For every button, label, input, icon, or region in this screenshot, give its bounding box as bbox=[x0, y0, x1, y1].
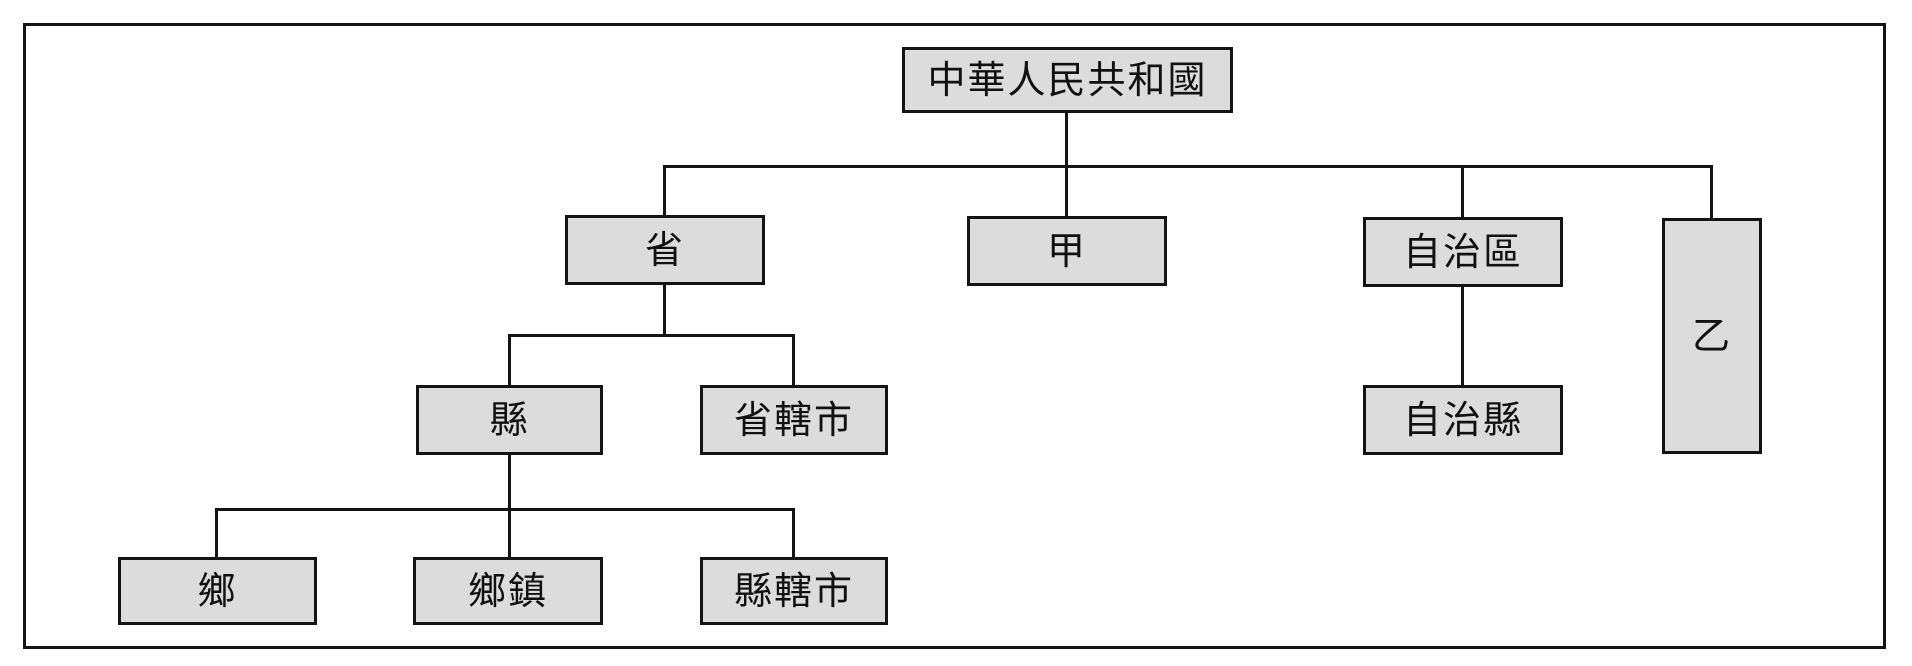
node-placeholder-jia: 甲 bbox=[967, 216, 1167, 286]
node-province: 省 bbox=[565, 215, 765, 285]
node-town: 鄉鎮 bbox=[413, 557, 603, 625]
node-autonomous-region: 自治區 bbox=[1363, 217, 1563, 287]
edge-root-bracket bbox=[663, 165, 1713, 218]
edge-county-bracket bbox=[215, 508, 795, 557]
node-township: 鄉 bbox=[118, 557, 317, 625]
node-county-administered-city: 縣轄市 bbox=[700, 557, 888, 625]
node-county: 縣 bbox=[416, 385, 603, 455]
node-province-administered-city: 省轄市 bbox=[700, 385, 888, 455]
edge-province-bracket bbox=[508, 334, 795, 385]
node-root: 中華人民共和國 bbox=[902, 47, 1233, 113]
node-placeholder-yi: 乙 bbox=[1662, 218, 1762, 454]
node-autonomous-county: 自治縣 bbox=[1363, 385, 1563, 455]
diagram-outer-frame bbox=[23, 23, 1886, 649]
